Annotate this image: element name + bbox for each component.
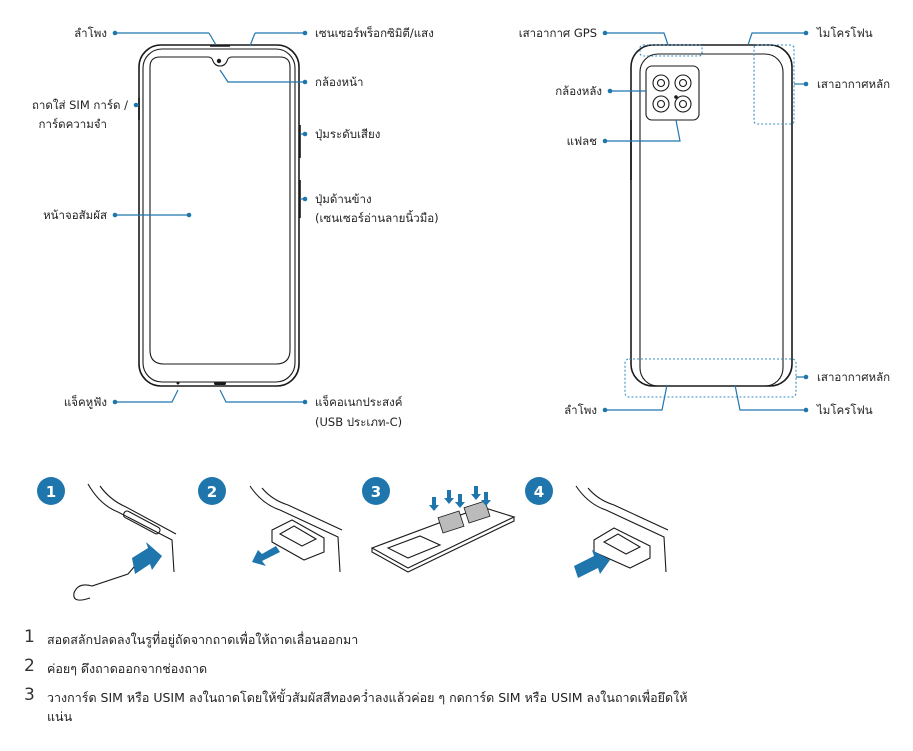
step-2-illustration: 2 [198,477,343,573]
label-volume-key: ปุ่มระดับเสียง [315,127,380,141]
step-text: ค่อยๆ ดึงถาดออกจากช่องถาด [47,661,208,676]
label-usb-port-2: (USB ประเภท-C) [315,415,402,429]
main-antenna-zone-top [753,44,795,125]
label-speaker-top: ลำโพง [74,26,107,40]
label-flash: แฟลช [567,134,598,148]
instruction-list: 1 สอดสลักปลดลงในรูที่อยู่ถัดจากถาดเพื่อใ… [24,627,884,736]
label-sim-tray-2: การ์ดความจำ [39,117,107,131]
camera-module [645,65,700,121]
label-microphone-bottom: ไมโครโฟน [816,403,873,417]
step-number: 3 [24,685,35,705]
main-antenna-zone-bottom [624,358,797,398]
front-callouts: ลำโพง เซนเซอร์พร็อกซิมิตี/แสง กล้องหน้า … [32,25,439,429]
step-3-illustration: 3 [362,477,516,573]
step-badge-3 [362,477,390,505]
label-rear-camera: กล้องหลัง [555,84,602,98]
step-text: วางการ์ด SIM หรือ USIM ลงในถาดโดยให้ขั้ว… [47,690,688,724]
label-touchscreen: หน้าจอสัมผัส [43,208,107,222]
instruction-step-2: 2 ค่อยๆ ดึงถาดออกจากช่องถาด [24,656,884,678]
step-4-illustration: 4 [525,477,669,578]
back-phone [624,44,797,398]
earphone-jack-hole [176,381,180,385]
label-main-antenna-top: เสาอากาศหลัก [817,77,890,91]
svg-text:4: 4 [534,483,544,501]
step-number: 2 [24,656,35,676]
step-badge-4 [525,477,553,505]
back-inner-frame [639,53,784,387]
label-front-camera: กล้องหน้า [315,75,363,89]
rear-flash-icon [674,95,678,99]
front-screen-outline [149,56,291,365]
instruction-step-3: 3 วางการ์ด SIM หรือ USIM ลงในถาดโดยให้ขั… [24,685,697,726]
label-gps-antenna: เสาอากาศ GPS [519,26,597,40]
instruction-step-1: 1 สอดสลักปลดลงในรูที่อยู่ถัดจากถาดเพื่อใ… [24,627,884,649]
label-speaker-bottom: ลำโพง [564,403,597,417]
label-sim-tray-1: ถาดใส่ SIM การ์ด / [32,98,128,112]
back-callouts: เสาอากาศ GPS ไมโครโฟน กล้องหลัง เสาอากาศ… [519,26,890,417]
step-badge-1 [37,477,65,505]
down-arrow-icon [429,497,439,511]
label-microphone-top: ไมโครโฟน [816,26,873,40]
gps-antenna-zone [639,44,703,57]
label-usb-port-1: แจ็คอเนกประสงค์ [315,394,403,409]
front-camera-lens [216,58,222,64]
label-side-key-2: (เซนเซอร์อ่านลายนิ้วมือ) [315,210,439,225]
label-side-key-1: ปุ่มด้านข้าง [315,192,372,206]
svg-text:2: 2 [207,483,217,501]
step-number: 1 [24,627,35,647]
label-earphone-jack: แจ็คหูฟัง [64,394,107,409]
front-phone [138,44,301,387]
insert-arrow-icon [132,542,162,574]
pull-arrow-icon [252,546,280,566]
step-1-illustration: 1 [37,477,177,601]
svg-text:1: 1 [46,483,56,501]
label-main-antenna-bottom: เสาอากาศหลัก [817,370,890,384]
step-badge-2 [198,477,226,505]
back-outer-frame [630,44,793,387]
step-text: สอดสลักปลดลงในรูที่อยู่ถัดจากถาดเพื่อให้… [47,632,359,647]
usb-port [214,382,226,385]
label-proximity-light-sensor: เซนเซอร์พร็อกซิมิตี/แสง [315,25,434,40]
svg-text:3: 3 [371,483,381,501]
push-arrow-icon [574,550,610,578]
